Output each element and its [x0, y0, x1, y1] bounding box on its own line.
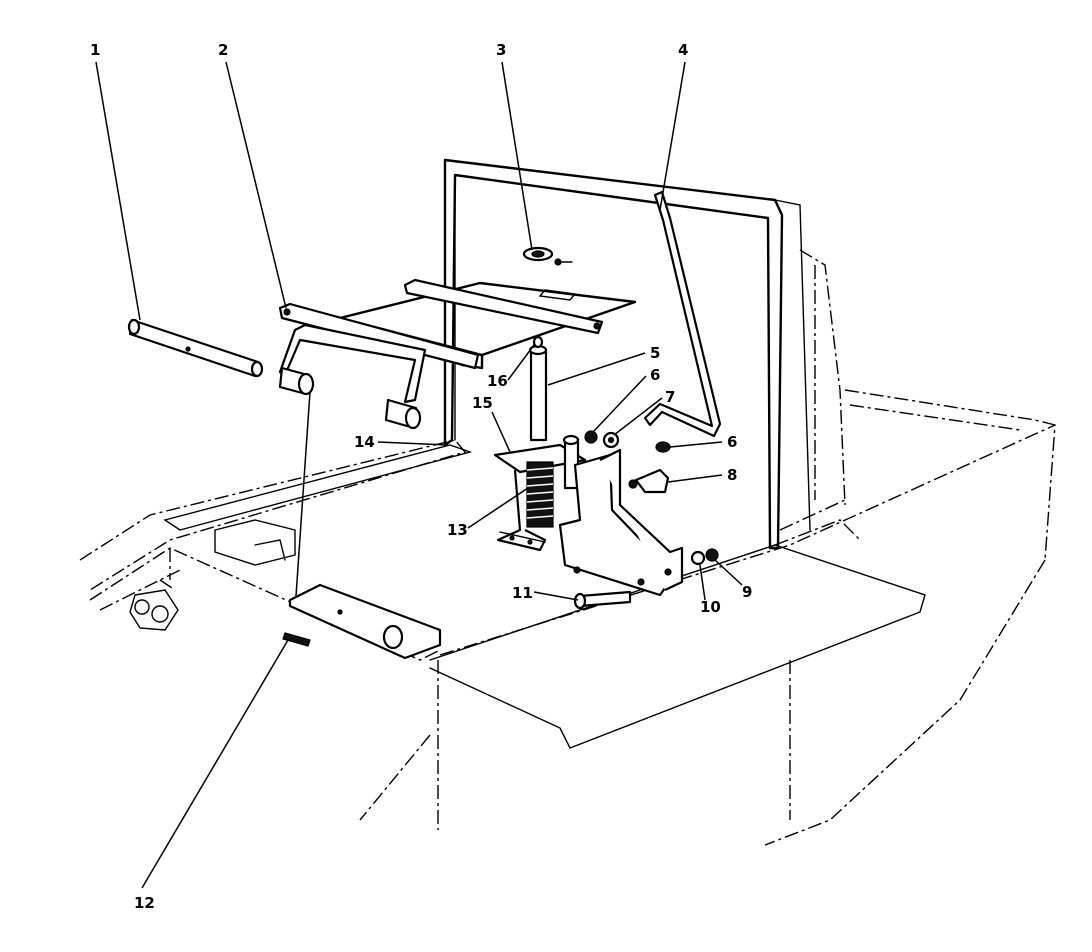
- lever-bracket: [558, 448, 684, 597]
- lower-hinge-plate: [282, 583, 442, 660]
- callout-4: 4: [678, 41, 688, 59]
- screw-and-nut: [522, 246, 573, 266]
- leader-line-c1: [95, 61, 141, 321]
- leader-line-c11: [533, 591, 579, 601]
- callout-13: 13: [447, 521, 468, 539]
- stop-post: [562, 434, 580, 490]
- callout-7: 7: [665, 388, 675, 406]
- callout-9: 9: [742, 583, 752, 601]
- leader-line-c2: [225, 61, 287, 309]
- leader-line-c2b: [295, 391, 311, 597]
- hinge-knuckles: [278, 366, 422, 430]
- hinge-pin: [127, 318, 264, 378]
- callout-5: 5: [650, 344, 660, 362]
- callout-2: 2: [218, 41, 228, 59]
- leader-line-c15: [491, 411, 511, 453]
- leader-line-c16: [507, 344, 535, 381]
- back-panel: [443, 158, 811, 550]
- callout-8: 8: [727, 466, 737, 484]
- leader-line-c7: [613, 397, 663, 436]
- guide-post: [528, 335, 548, 442]
- callout-10: 10: [700, 598, 721, 616]
- callout-labels: 1 2 3 4 5 6 6 7 8 9 10 11 12 13 14 15 16: [90, 41, 752, 912]
- small-hardware: [573, 430, 719, 610]
- callout-1: 1: [90, 41, 100, 59]
- callout-6a: 6: [650, 366, 660, 384]
- leader-line-c6b: [669, 441, 723, 448]
- spring-bracket: [493, 443, 587, 552]
- compression-spring: [526, 461, 554, 528]
- actuator-rod: [643, 190, 722, 438]
- callout-12: 12: [134, 894, 155, 912]
- leader-line-c10: [699, 564, 706, 601]
- leader-line-c9: [714, 559, 743, 586]
- callout-3: 3: [496, 41, 506, 59]
- callout-6b: 6: [727, 433, 737, 451]
- callout-14: 14: [354, 433, 375, 451]
- callout-16: 16: [487, 372, 508, 390]
- callout-11: 11: [512, 584, 533, 602]
- leader-line-c6a: [592, 375, 647, 433]
- leader-line-c3: [501, 61, 533, 251]
- leader-line-c4: [659, 61, 686, 211]
- leader-line-c12: [141, 639, 289, 889]
- leader-line-c5: [547, 352, 646, 386]
- leader-line-c8: [667, 474, 723, 483]
- leader-line-c14: [377, 441, 449, 446]
- hinge-bracket-assembly: [278, 278, 604, 404]
- leader-lines: [95, 61, 743, 889]
- callout-15: 15: [472, 394, 493, 412]
- leader-line-c13: [467, 487, 529, 529]
